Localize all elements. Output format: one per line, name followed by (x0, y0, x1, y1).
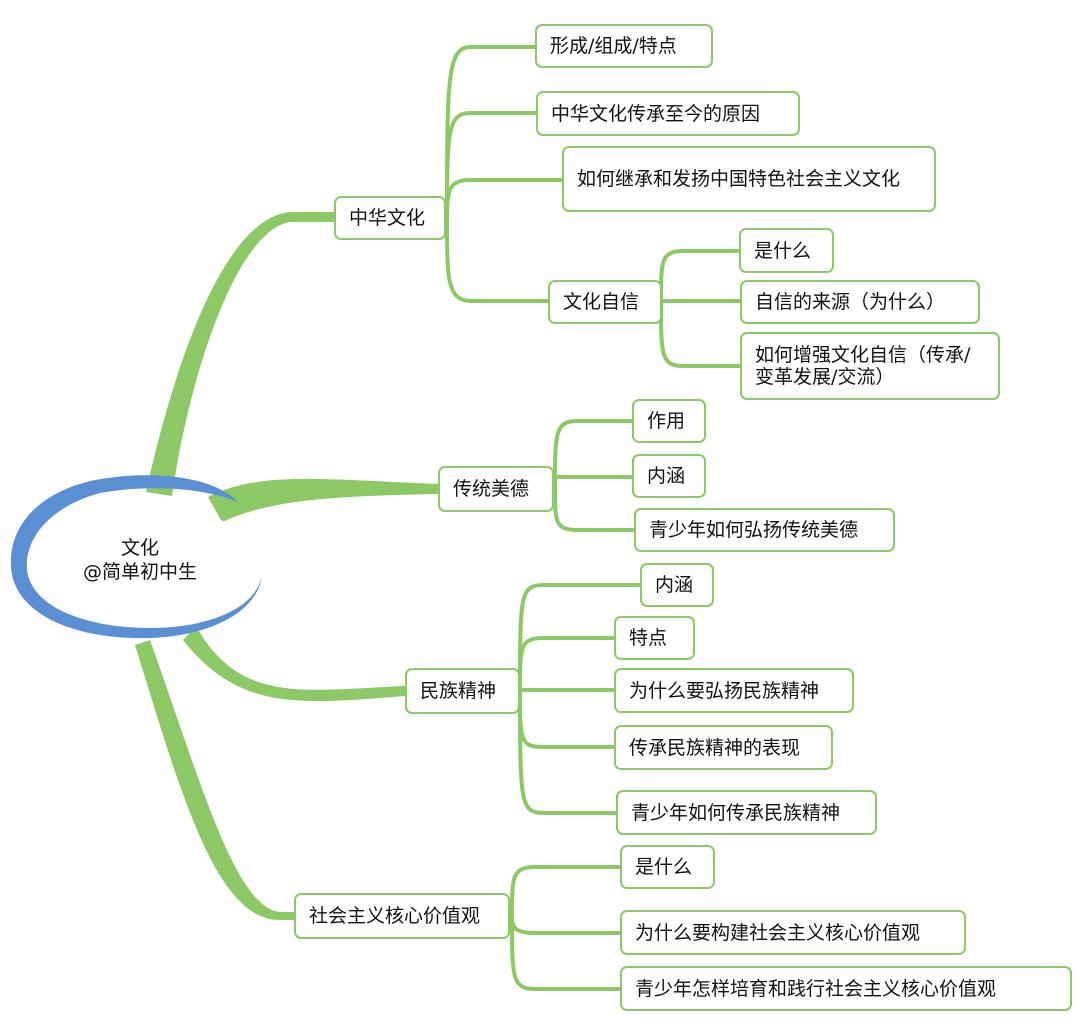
subtopic-neihan-2[interactable]: 内涵 (640, 563, 714, 607)
link-jicheng-fayang (445, 178, 564, 224)
root-ellipse (14, 504, 262, 628)
subtopic-weishenme-hongyang[interactable]: 为什么要弘扬民族精神 (614, 668, 854, 713)
link-xingcheng (445, 45, 538, 224)
subtopic-neihan[interactable]: 内涵 (632, 454, 706, 498)
topic-minzu-jingshen[interactable]: 民族精神 (405, 668, 520, 714)
trunk-to-hexin-jiazhiguan (135, 640, 294, 920)
link-goujian (510, 914, 622, 935)
topic-hexin-jiazhiguan[interactable]: 社会主义核心价值观 (294, 893, 510, 939)
topic-zhonghua-wenhua[interactable]: 中华文化 (334, 196, 446, 240)
root-node (10, 475, 263, 639)
subtopic-qingshaonian-chuancheng[interactable]: 青少年如何传承民族精神 (616, 790, 877, 835)
subtopic-shi-shenme[interactable]: 是什么 (620, 845, 715, 889)
root-label: 文化 @简单初中生 (40, 536, 240, 584)
link-shi-shenme-1 (659, 249, 741, 303)
link-zuoyong (553, 419, 634, 491)
link-biaoxian (518, 688, 616, 749)
link-hongyang-meide (553, 487, 636, 532)
subtopic-chuancheng-yuanyin[interactable]: 中华文化传承至今的原因 (536, 91, 800, 136)
trunk-to-chuantong-meide (208, 478, 440, 522)
link-shi-shenme-2 (510, 865, 622, 918)
link-chuancheng-yuanyin (445, 111, 538, 224)
subtopic-goujian[interactable]: 为什么要构建社会主义核心价值观 (620, 910, 966, 955)
root-title: 文化 (120, 537, 159, 559)
subtopic-wenhua-zixin[interactable]: 文化自信 (548, 280, 662, 324)
subtopic-biaoxian[interactable]: 传承民族精神的表现 (614, 725, 833, 770)
subtopic-jicheng-fayang[interactable]: 如何继承和发扬中国特色社会主义文化 (562, 146, 936, 212)
topic-chuantong-meide[interactable]: 传统美德 (438, 466, 554, 512)
subtopic-zuoyong[interactable]: 作用 (632, 399, 706, 443)
trunk-to-zhonghua-wenhua (146, 212, 335, 496)
link-tedian (518, 636, 616, 692)
subtopic-xingcheng[interactable]: 形成/组成/特点 (535, 24, 713, 68)
leaf-zengqiang-zixin[interactable]: 如何增强文化自信（传承/变革发展/交流） (740, 332, 1000, 400)
link-wenhua-zixin (445, 216, 550, 303)
subtopic-peiyu-jianxing[interactable]: 青少年怎样培育和践行社会主义核心价值观 (620, 966, 1072, 1011)
trunk-to-minzu-jingshen (183, 626, 406, 702)
leaf-shi-shenme[interactable]: 是什么 (739, 228, 834, 273)
subtopic-tedian[interactable]: 特点 (614, 616, 695, 660)
root-subtitle: @简单初中生 (82, 561, 197, 583)
subtopic-hongyang-meide[interactable]: 青少年如何弘扬传统美德 (634, 508, 895, 552)
leaf-zixin-laiyuan[interactable]: 自信的来源（为什么） (740, 280, 980, 324)
link-peiyu-jianxing (510, 914, 622, 991)
link-zengqiang-zixin (659, 299, 743, 368)
link-qingshaonian-chuancheng (518, 688, 618, 815)
